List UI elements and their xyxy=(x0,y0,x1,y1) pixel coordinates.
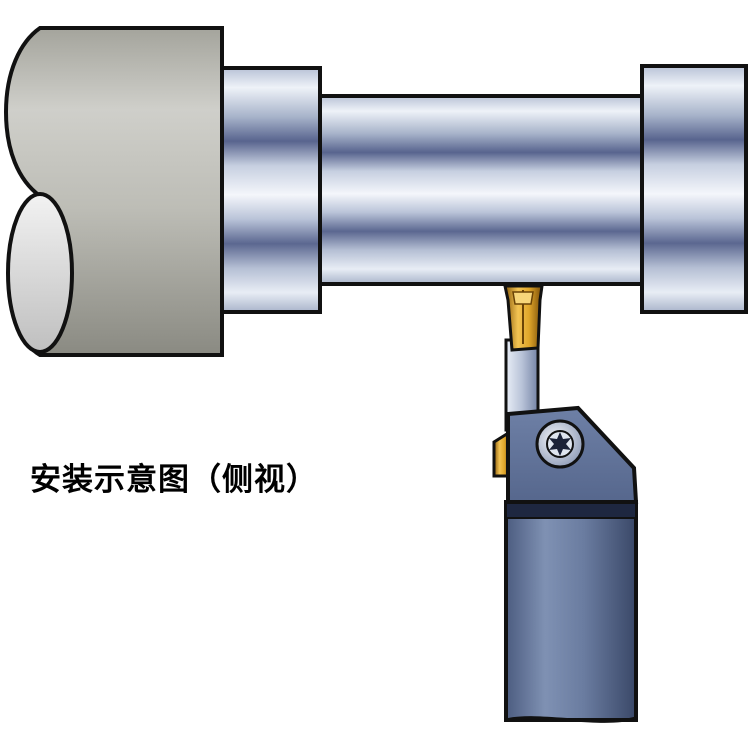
workpiece-left-shoulder xyxy=(220,66,322,314)
shank-break-edge xyxy=(505,716,637,723)
workpiece-shaft xyxy=(318,94,644,286)
tool-holder-shank xyxy=(504,500,638,722)
workpiece-right-shoulder xyxy=(640,64,748,314)
cutting-insert xyxy=(503,284,544,352)
clamp-screw-icon xyxy=(535,419,585,469)
holder-band xyxy=(505,501,637,519)
diagram-caption: 安装示意图（侧视） xyxy=(30,462,318,498)
chuck-body xyxy=(3,26,224,357)
